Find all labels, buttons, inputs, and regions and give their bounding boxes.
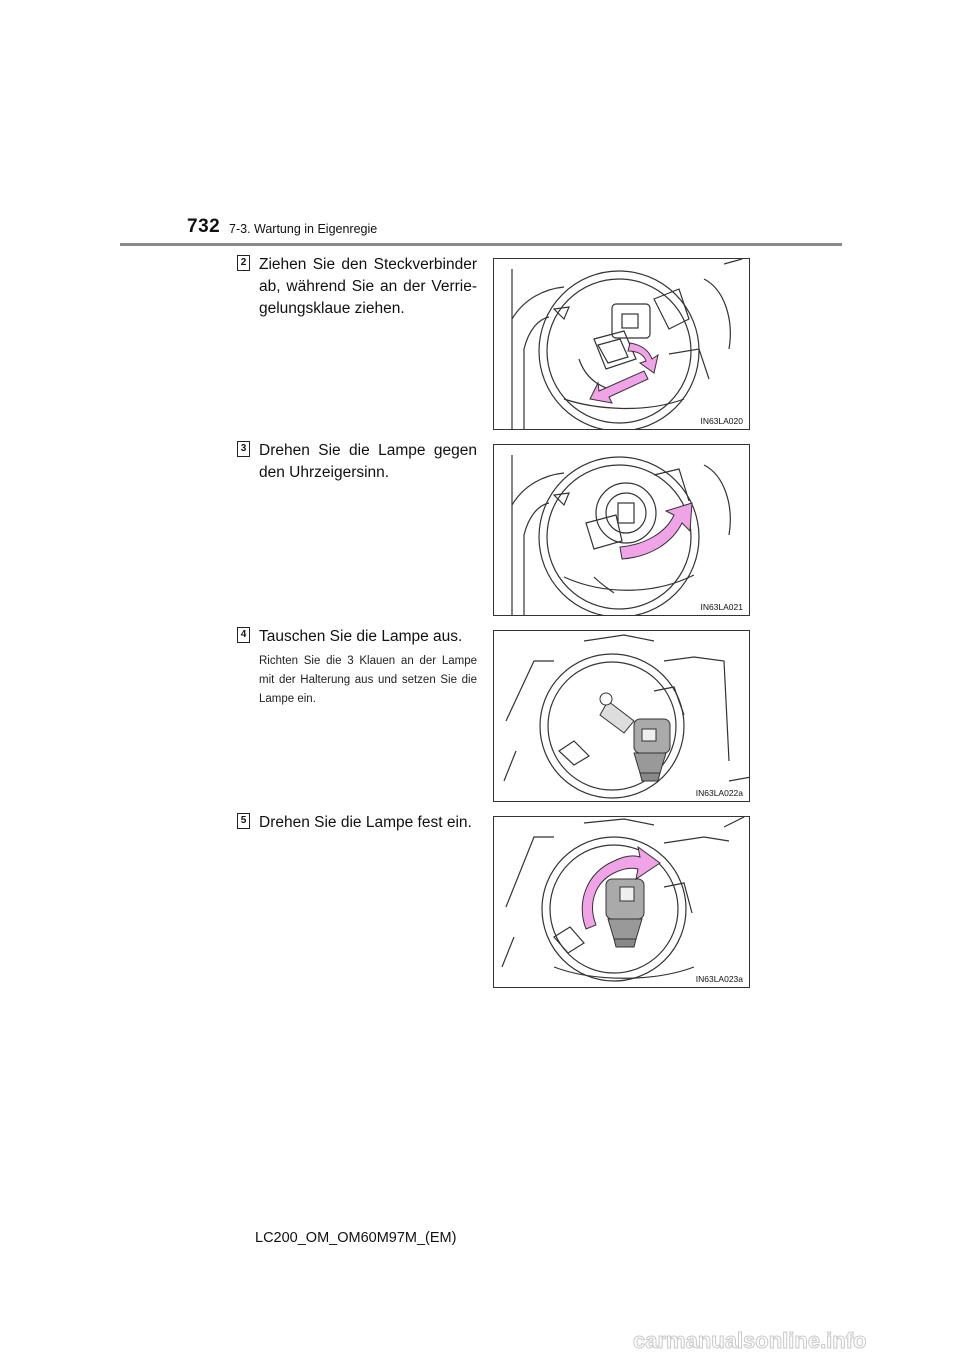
step-badge-3: 3 — [237, 441, 250, 457]
step-text-3: Drehen Sie die Lampe gegen den Uhrzeiger… — [259, 442, 477, 481]
header-divider — [120, 243, 842, 246]
tighten-lamp-illustration — [501, 817, 745, 982]
replace-lamp-illustration — [503, 634, 749, 799]
figure-code: IN63LA020 — [699, 416, 744, 426]
step-badge-5: 5 — [237, 813, 250, 829]
connector-illustration — [511, 259, 743, 429]
rotate-lamp-illustration — [511, 455, 731, 615]
step-text-5: Drehen Sie die Lampe fest ein. — [259, 814, 472, 831]
step-text-2: Ziehen Sie den Steckverbinder ab, währen… — [259, 256, 477, 317]
svg-text:carmanualsonline.info: carmanualsonline.info — [633, 1330, 867, 1352]
document-code: LC200_OM_OM60M97M_(EM) — [255, 1230, 457, 1246]
figure-disconnect-connector: IN63LA020 — [493, 258, 750, 430]
figure-code: IN63LA021 — [699, 602, 744, 612]
step-text-4: Tauschen Sie die Lampe aus. — [259, 628, 463, 645]
figure-replace-lamp: IN63LA022a — [493, 630, 750, 802]
step-note-4: Richten Sie die 3 Klauen an der Lampe mi… — [259, 655, 477, 705]
figure-code: IN63LA023a — [694, 974, 744, 984]
figure-code: IN63LA022a — [694, 788, 744, 798]
step-badge-2: 2 — [237, 255, 250, 271]
section-title: 7-3. Wartung in Eigenregie — [229, 222, 378, 236]
watermark-logo: carmanualsonline.info — [633, 1330, 867, 1352]
page-number: 732 — [187, 216, 221, 237]
figure-rotate-counterclockwise: IN63LA021 — [493, 444, 750, 616]
step-badge-4: 4 — [237, 627, 250, 643]
figure-tighten-lamp: IN63LA023a — [493, 816, 750, 988]
